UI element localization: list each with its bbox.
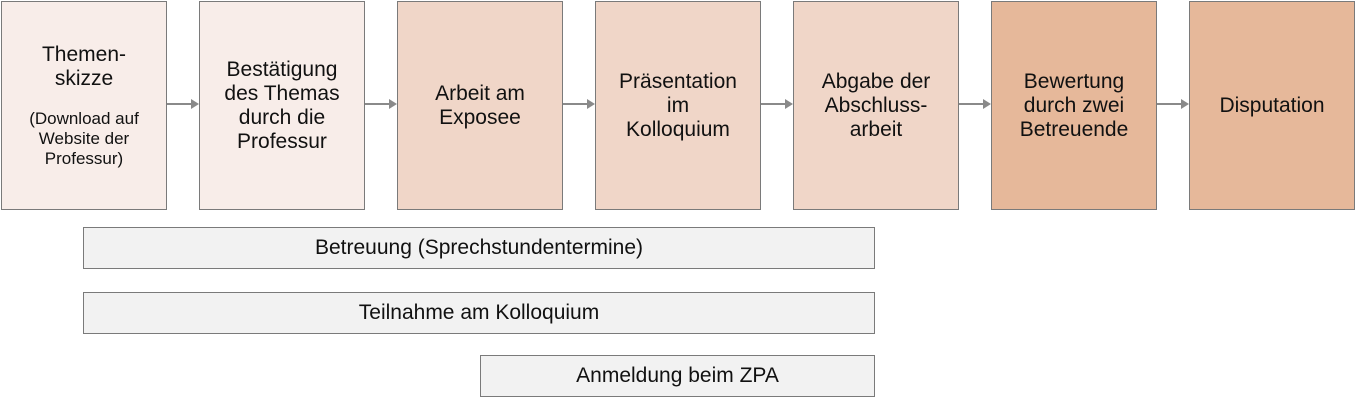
step-note-download: (Download auf Website der Professur) bbox=[29, 108, 139, 168]
phase-teilnahme-kolloquium: Teilnahme am Kolloquium bbox=[83, 292, 875, 334]
step-abgabe-content: Abgabe der Abschluss- arbeit bbox=[822, 70, 931, 142]
step-title-disputation: Disputation bbox=[1219, 93, 1325, 117]
step-arbeit-am-exposee-content: Arbeit am Exposee bbox=[435, 82, 525, 130]
step-themenskizze-content: Themen- skizze (Download auf Website der… bbox=[29, 43, 139, 169]
step-bewertung-content: Bewertung durch zwei Betreuende bbox=[1020, 70, 1129, 142]
step-bewertung: Bewertung durch zwei Betreuende bbox=[991, 1, 1157, 210]
arrow-icon bbox=[1157, 98, 1189, 110]
arrow-icon bbox=[563, 99, 595, 109]
arrow-icon bbox=[761, 99, 793, 109]
arrow-icon bbox=[365, 99, 397, 109]
step-disputation: Disputation bbox=[1189, 1, 1355, 210]
step-title-bewertung: Bewertung durch zwei Betreuende bbox=[1019, 69, 1129, 141]
arrow-icon bbox=[1157, 99, 1189, 109]
step-bestaetigung-content: Bestätigung des Themas durch die Profess… bbox=[224, 58, 339, 154]
step-arbeit-am-exposee: Arbeit am Exposee bbox=[397, 1, 563, 210]
step-praesentation-content: Präsentation im Kolloquium bbox=[619, 70, 737, 142]
step-title-themenskizze: Themen- skizze bbox=[41, 42, 127, 90]
phase-anmeldung-zpa: Anmeldung beim ZPA bbox=[480, 355, 875, 397]
arrow-icon bbox=[959, 99, 991, 109]
arrow-icon bbox=[959, 98, 991, 110]
step-abgabe: Abgabe der Abschluss- arbeit bbox=[793, 1, 959, 210]
arrow-icon bbox=[167, 99, 199, 109]
step-disputation-content: Disputation bbox=[1219, 94, 1324, 118]
step-title-bestaetigung: Bestätigung des Themas durch die Profess… bbox=[224, 57, 340, 153]
step-title-abgabe: Abgabe der Abschluss- arbeit bbox=[821, 69, 931, 141]
phase-betreuung: Betreuung (Sprechstundentermine) bbox=[83, 227, 875, 269]
arrow-icon bbox=[563, 98, 595, 110]
arrow-icon bbox=[761, 98, 793, 110]
step-themenskizze: Themen- skizze (Download auf Website der… bbox=[1, 1, 167, 210]
step-title-arbeit-am-exposee: Arbeit am Exposee bbox=[435, 81, 525, 129]
step-praesentation: Präsentation im Kolloquium bbox=[595, 1, 761, 210]
arrow-icon bbox=[365, 98, 397, 110]
arrow-icon bbox=[167, 98, 199, 110]
step-bestaetigung: Bestätigung des Themas durch die Profess… bbox=[199, 1, 365, 210]
step-title-praesentation: Präsentation im Kolloquium bbox=[619, 69, 737, 141]
